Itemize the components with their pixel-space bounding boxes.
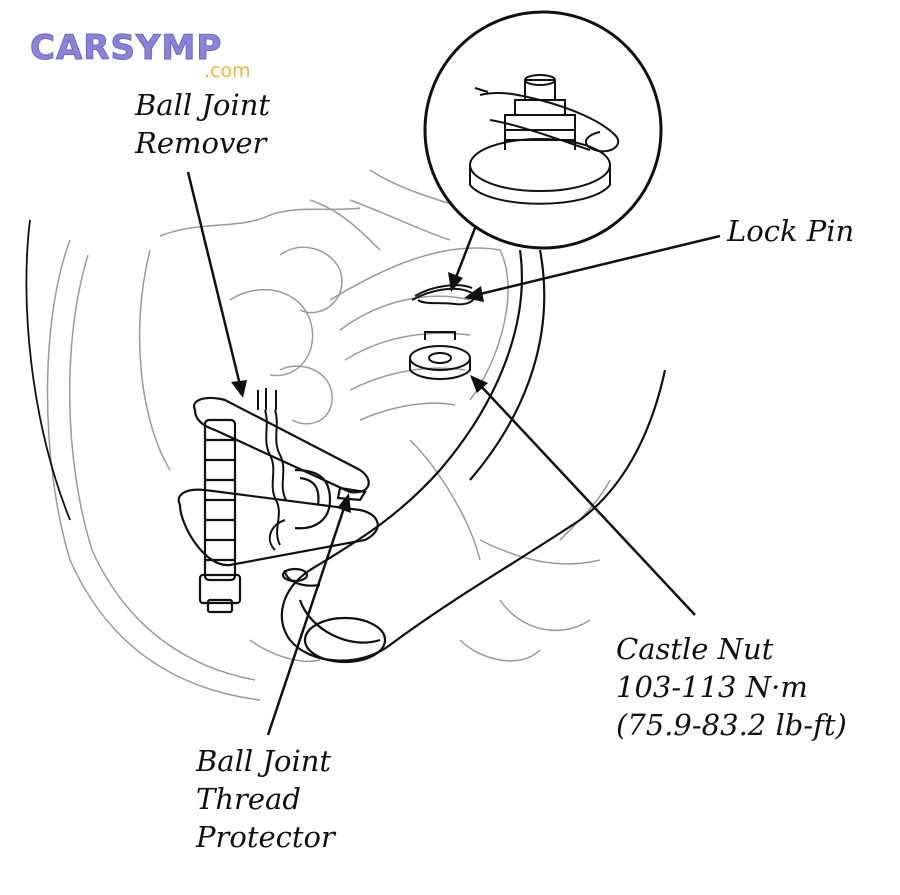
ball-joint-remover-leader [186,171,242,386]
lock-pin-label: Lock Pin [727,212,854,250]
lower-control-arm [25,219,667,664]
castle-nut-part [409,331,471,380]
label-line: Lock Pin [727,214,855,248]
lock-pin-part [411,284,475,306]
carsymp-logo-domain: .com [204,60,251,82]
thread-protector-arrowhead [337,493,351,513]
torque-nm: 103-113 N·m [616,670,808,704]
ball-joint-remover-arrowhead [231,380,247,398]
thread-protector-leader [266,504,347,736]
carsymp-logo: CARSYMP [29,28,223,69]
ball-joint-remover-label: Ball Joint Remover [135,86,270,162]
castle-nut-arrowhead [470,375,488,393]
castle-nut-label: Castle Nut 103-113 N·m (75.9-83.2 lb-ft) [616,630,847,744]
torque-lbft: (75.9-83.2 lb-ft) [616,708,847,742]
label-line: Thread [196,782,301,816]
lock-pin-leader [475,234,721,297]
inset-leader-arrowhead [448,272,463,292]
inset-leader [453,227,477,281]
thread-protector-chain [257,388,287,551]
leader-arrowheads [231,272,488,513]
ball-joint-remover-tool [177,396,379,614]
lock-pin-detail-inset [423,10,663,250]
label-line: Ball Joint [196,744,332,778]
label-line: Ball Joint [135,88,271,122]
label-line: Castle Nut [616,632,774,666]
lock-pin-arrowhead [464,286,484,302]
leader-lines [186,171,721,736]
label-line: Remover [135,126,267,160]
castle-nut-leader [479,384,696,616]
ball-joint-thread-protector-label: Ball Joint Thread Protector [196,742,335,856]
label-line: Protector [196,820,335,854]
